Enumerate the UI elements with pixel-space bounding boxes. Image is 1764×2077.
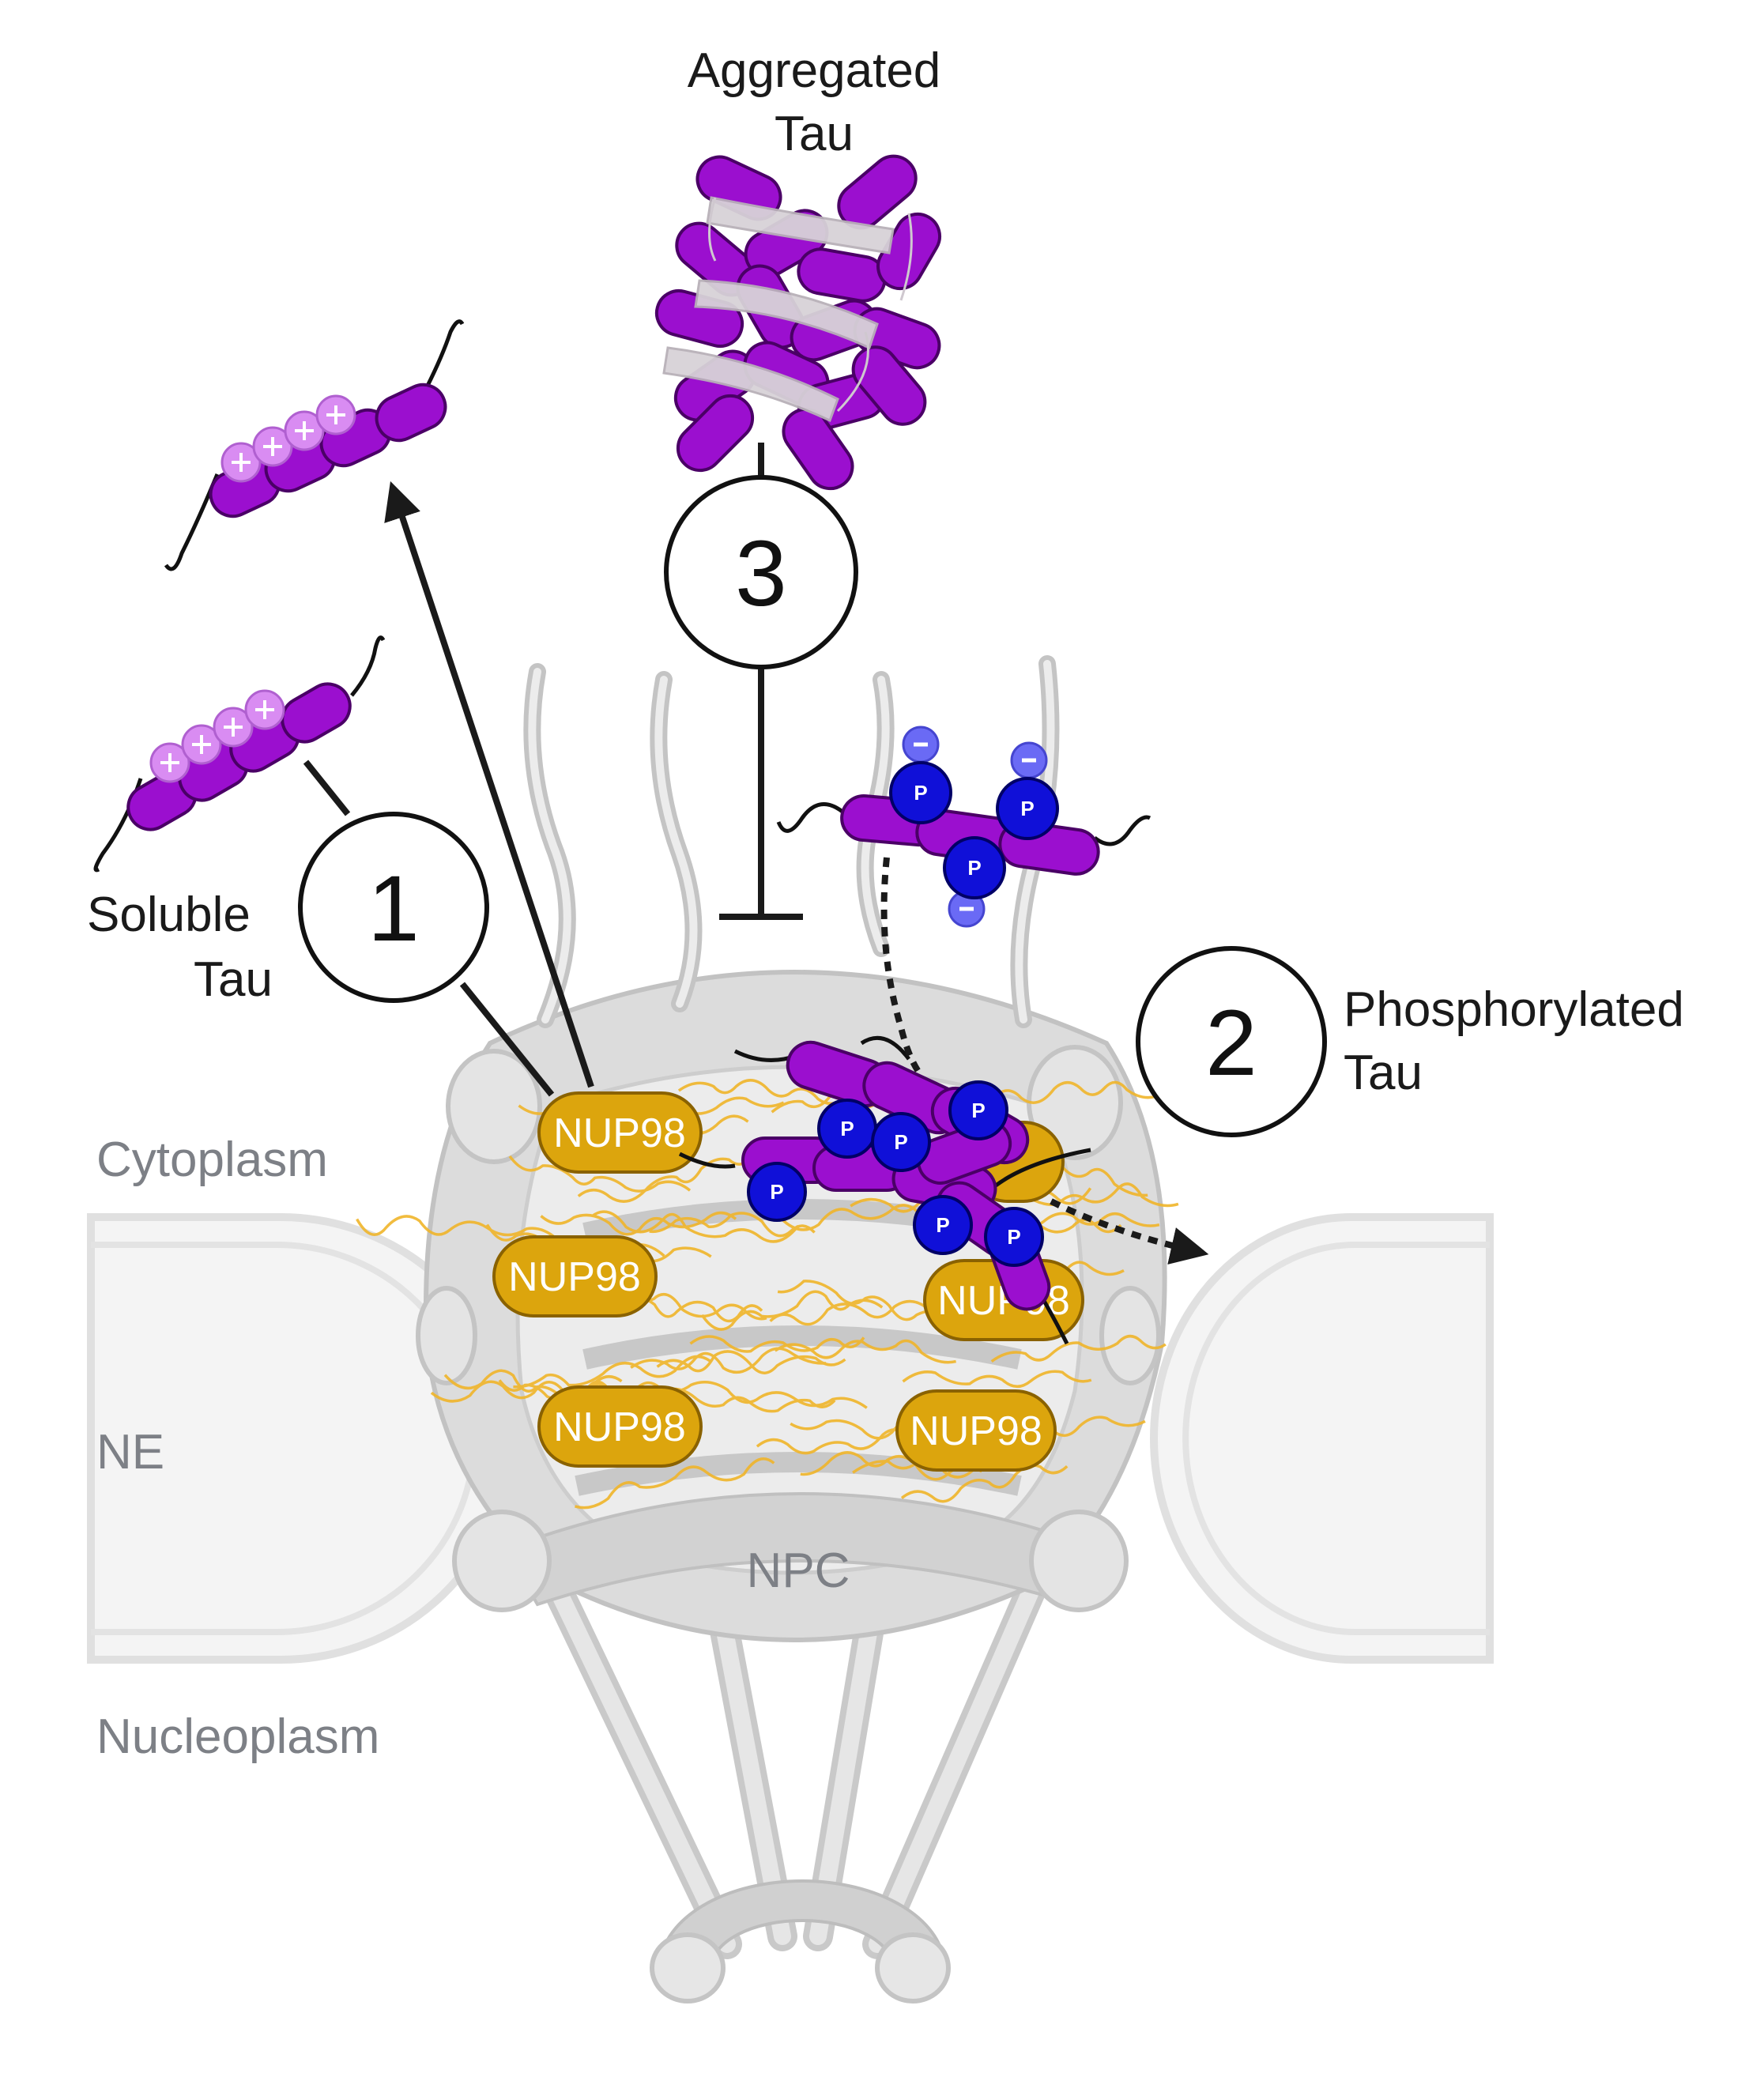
soluble-tau-label-line2: Tau: [194, 952, 273, 1007]
step-1-number: 1: [368, 857, 420, 961]
phospho-group: P: [747, 1162, 807, 1222]
ne-label: NE: [96, 1425, 164, 1480]
soluble-tau-label-line1: Soluble: [87, 888, 251, 942]
phosphorylated-tau-label-line1: Phosphorylated: [1344, 982, 1684, 1037]
step-1-badge: 1: [298, 812, 489, 1003]
aggregated-tau-label-line2: Tau: [775, 107, 854, 161]
soluble-tau-upper: [164, 319, 465, 571]
phosphorylated-tau: P P P: [776, 726, 1152, 928]
phospho-label: P: [936, 1213, 949, 1237]
fg-repeat-strand: [513, 1355, 711, 1389]
fg-repeat-strand: [356, 1215, 558, 1240]
phospho-group: P: [871, 1112, 931, 1172]
inhibition-3: [719, 668, 803, 920]
fg-repeat-strand: [677, 1079, 855, 1106]
fg-repeat-strand: [900, 1464, 1069, 1503]
nup98-protein: NUP98: [492, 1235, 658, 1317]
phospho-label: P: [1020, 797, 1034, 820]
fg-repeat-strand: [649, 1212, 816, 1238]
phosphorylated-tau-label-line2: Tau: [1344, 1046, 1423, 1100]
nuclear-envelope: [87, 1213, 1494, 1664]
phospho-label: P: [971, 1099, 985, 1122]
tau-in-pore-cluster: P P P P P P: [678, 1035, 1091, 1345]
fg-repeat-strand: [689, 1335, 865, 1353]
step-3-number: 3: [735, 522, 787, 626]
phospho-label: P: [894, 1130, 907, 1154]
nucleoplasm-label: Nucleoplasm: [96, 1709, 379, 1764]
arrow-1-to-soluble-tau: [384, 481, 594, 1088]
line-1-to-soluble-tau: [303, 760, 351, 816]
phospho-groups: P P P: [889, 761, 1059, 899]
phospho-label: P: [770, 1180, 783, 1204]
amyloid-strands: [662, 196, 895, 423]
fg-repeat-strand: [655, 1380, 868, 1409]
phospho-group: P: [943, 836, 1006, 899]
fg-repeat-strand: [774, 1339, 956, 1364]
phospho-label: P: [840, 1117, 854, 1140]
labels: Aggregated Tau Soluble Tau Phosphorylate…: [87, 43, 1684, 1764]
nup98-label: NUP98: [910, 1408, 1042, 1454]
nup98-protein: NUP98: [895, 1389, 1057, 1472]
step-2-badge: 2: [1136, 946, 1327, 1137]
phospho-group: P: [889, 761, 952, 824]
phospho-group: P: [948, 1080, 1008, 1140]
npc-ring-lobes: [416, 1045, 1161, 1612]
fg-repeat-strand: [902, 1370, 1092, 1389]
nup98-label: NUP98: [508, 1254, 641, 1300]
aggregated-tau-label-line1: Aggregated: [688, 43, 941, 98]
fg-repeat-strand: [540, 1211, 737, 1236]
npc-label: NPC: [747, 1544, 850, 1598]
fg-repeat-strand: [700, 1290, 884, 1331]
step-3-badge: 3: [664, 475, 858, 669]
cytoplasm-label: Cytoplasm: [96, 1133, 328, 1187]
soluble-tau-lower: [93, 635, 386, 873]
connectors: [303, 443, 1209, 1265]
phospho-label: P: [914, 781, 927, 805]
fg-repeat-strand: [577, 1149, 759, 1203]
line-1-to-nup98: [459, 982, 555, 1097]
phospho-group: P: [996, 777, 1059, 840]
nup98-protein: NUP98: [537, 1091, 703, 1174]
fg-repeat-strand: [508, 1155, 692, 1193]
phospho-group: P: [913, 1195, 973, 1255]
nup98-protein: NUP98: [537, 1385, 703, 1468]
phospho-label: P: [1007, 1225, 1020, 1249]
fg-repeat-strand: [990, 1335, 1167, 1363]
phospho-group: P: [817, 1099, 877, 1159]
fg-repeat-strand: [630, 1347, 827, 1374]
nup98-label: NUP98: [553, 1404, 686, 1450]
dotted-path-2-entry: [880, 857, 924, 1077]
fg-repeat-strand: [993, 1080, 1163, 1104]
step-2-number: 2: [1205, 991, 1257, 1095]
fg-repeat-strand: [575, 1457, 775, 1510]
phospho-label: P: [967, 856, 981, 880]
phospho-group: P: [984, 1207, 1044, 1267]
nup98-label: NUP98: [553, 1110, 686, 1156]
aggregated-tau: [654, 154, 941, 491]
fg-repeat-strand: [777, 1280, 953, 1321]
dotted-arrow-2-exit: [1050, 1198, 1209, 1265]
phospho-groups: P P P P P P: [747, 1080, 1044, 1267]
